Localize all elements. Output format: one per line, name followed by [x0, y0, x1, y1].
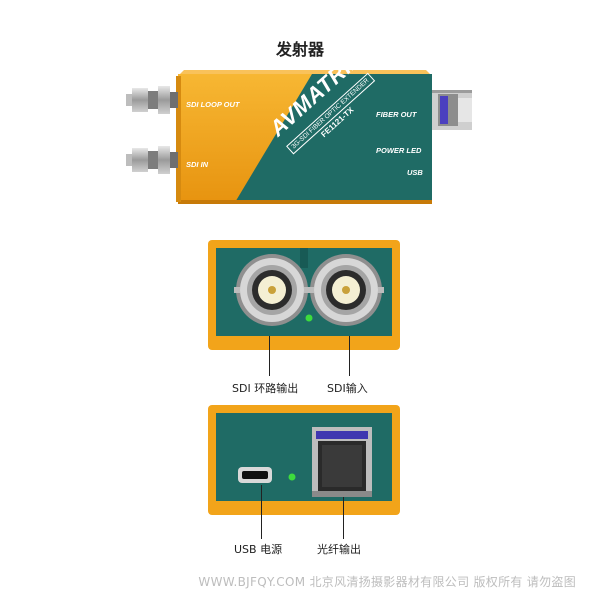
bnc-face-loop-out: [234, 254, 310, 326]
bnc-connector-loop-out: [126, 86, 178, 114]
callout-line-loop-out: [269, 336, 270, 376]
bnc-connector-in: [126, 146, 178, 174]
usb-port: [238, 467, 272, 483]
callout-sdi-in: SDI输入: [327, 382, 368, 395]
callout-line-fiber: [343, 497, 344, 539]
sdi-end-panel: [208, 240, 400, 350]
callout-fiber-out: 光纤输出: [317, 543, 361, 556]
sfp-module: [432, 90, 472, 130]
fiber-panel-illustration: [208, 405, 400, 515]
bnc-face-in: [308, 254, 384, 326]
callout-line-usb: [261, 485, 262, 539]
watermark: WWW.BJFQY.COM 北京风清扬摄影器材有限公司 版权所有 请勿盗图: [198, 575, 576, 589]
page-title: 发射器: [275, 40, 324, 59]
sdi-panel-illustration: [208, 240, 400, 350]
power-led-indicator: [305, 314, 313, 322]
port-label-usb: USB: [407, 168, 423, 177]
sfp-cage: [312, 427, 372, 497]
device-illustration: [126, 70, 472, 204]
port-label-sdi-loop-out: SDI LOOP OUT: [186, 100, 240, 109]
port-label-sdi-in: SDI IN: [186, 160, 209, 169]
callout-sdi-loop-out: SDI 环路输出: [232, 382, 299, 395]
callout-line-sdi-in: [349, 336, 350, 376]
power-led-indicator-2: [288, 473, 296, 481]
callout-usb-power: USB 电源: [234, 543, 283, 556]
fiber-end-panel: [208, 405, 400, 515]
port-label-power-led: POWER LED: [376, 146, 422, 155]
port-label-fiber-out: FIBER OUT: [376, 110, 417, 119]
device-side-view: SDI LOOP OUT SDI IN FIBER OUT POWER LED …: [126, 45, 476, 214]
